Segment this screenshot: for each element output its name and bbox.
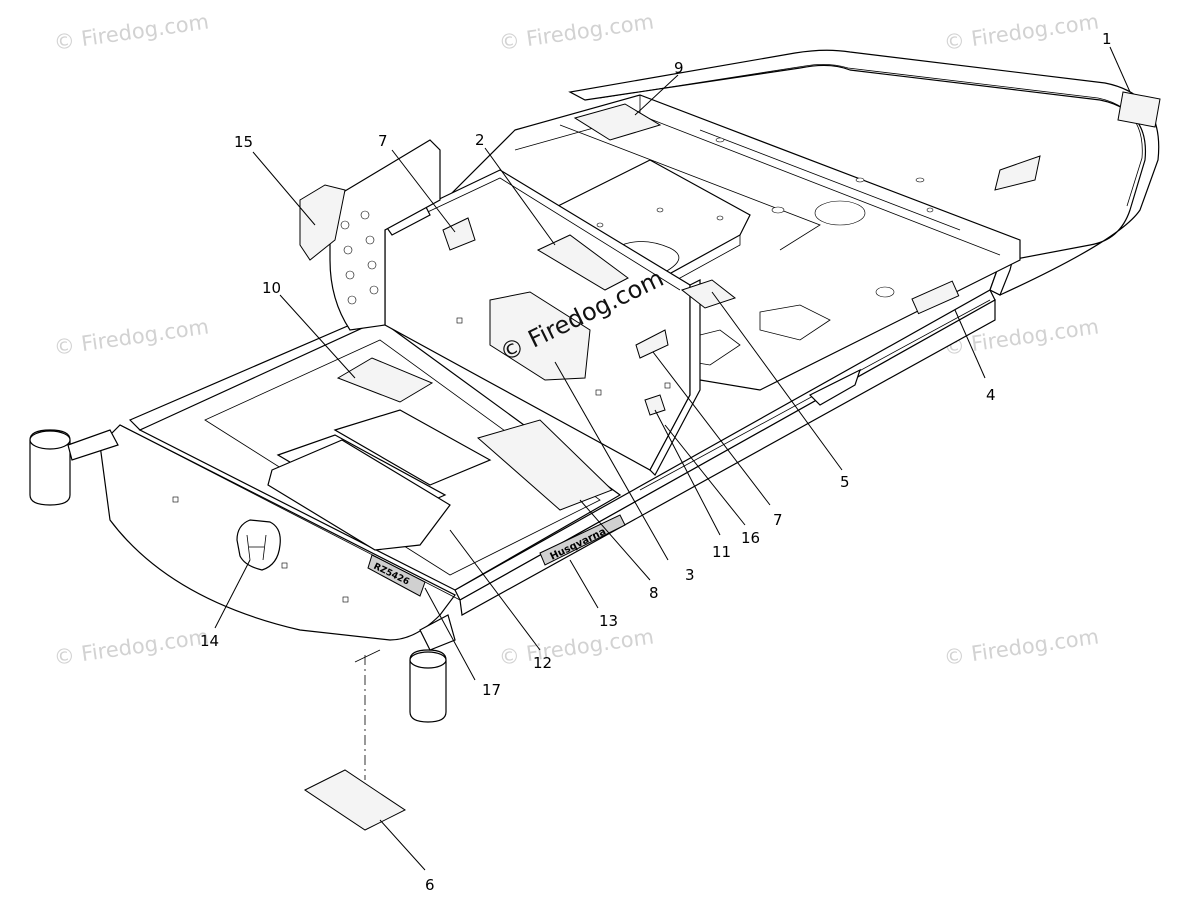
callouts: 1 2 3 4 5 6 7 7 8 9 10 11 12 13 14 15 16…: [200, 30, 1112, 894]
watermark-7: © Firedog.com: [497, 624, 655, 670]
decal-7-side: [635, 329, 669, 359]
decal-8: [476, 419, 613, 511]
callout-5: 5: [840, 473, 850, 491]
decal-7-top: [442, 217, 476, 251]
callout-7b: 7: [773, 511, 783, 529]
callout-2: 2: [475, 131, 485, 149]
husqvarna-shield-icon: [236, 519, 281, 571]
decal-1-outline: [994, 155, 1041, 191]
callout-6: 6: [425, 876, 435, 894]
decal-3: [489, 291, 591, 381]
decal-6-placement-mark: [354, 649, 381, 663]
callout-11: 11: [712, 543, 731, 561]
callout-7a: 7: [378, 132, 388, 150]
decal-17: [367, 554, 426, 597]
callout-13: 13: [599, 612, 618, 630]
callout-3: 3: [685, 566, 695, 584]
caster-mounts: [29, 429, 456, 723]
watermark-2: © Firedog.com: [497, 9, 655, 55]
decal-9: [573, 103, 662, 141]
watermark-3: © Firedog.com: [942, 9, 1100, 55]
callout-10: 10: [262, 279, 281, 297]
callout-9: 9: [674, 59, 684, 77]
side-tower: [329, 139, 441, 331]
decal-2: [536, 234, 629, 291]
callout-17: 17: [482, 681, 501, 699]
decal-5: [680, 279, 737, 309]
callout-14: 14: [200, 632, 219, 650]
watermark-8: © Firedog.com: [942, 624, 1100, 670]
callout-16: 16: [741, 529, 760, 547]
decal-15: [299, 184, 346, 261]
watermark-4: © Firedog.com: [52, 314, 210, 360]
watermark-1: © Firedog.com: [52, 9, 210, 55]
callout-4: 4: [986, 386, 996, 404]
decal-1: [1117, 91, 1161, 128]
decal-10: [336, 357, 434, 403]
decal-6: [304, 769, 406, 831]
callout-12: 12: [533, 654, 552, 672]
callout-8: 8: [649, 584, 659, 602]
leader-lines: [214, 46, 1131, 871]
watermark-6: © Firedog.com: [52, 624, 210, 670]
callout-15: 15: [234, 133, 253, 151]
callout-1: 1: [1102, 30, 1112, 48]
foot-floor: [138, 319, 622, 591]
decal-11: [644, 394, 666, 416]
